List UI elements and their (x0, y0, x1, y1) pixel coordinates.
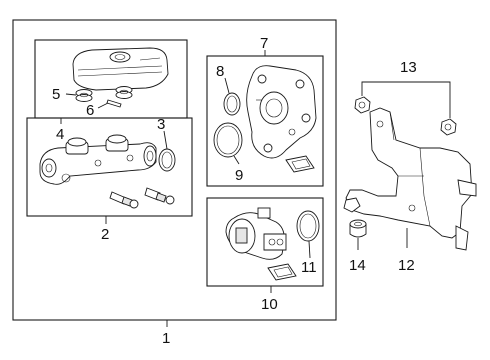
callout-8: 8 (216, 63, 224, 80)
callout-6: 6 (86, 102, 94, 119)
reservoir-assembly (72, 47, 169, 91)
pump-seal (213, 122, 243, 158)
callout-3: 3 (157, 116, 165, 133)
o-ring (223, 92, 241, 116)
bracket-insulator (349, 219, 367, 238)
abs-bracket (343, 107, 477, 251)
motor-seal (296, 210, 320, 242)
callout-5: 5 (52, 86, 60, 103)
bracket-nut-left (354, 96, 371, 114)
reservoir-frame (34, 39, 188, 119)
callout-11: 11 (301, 259, 317, 276)
master-cylinder-fittings (109, 187, 175, 209)
callout-14: 14 (349, 257, 366, 274)
callout-9: 9 (235, 167, 243, 184)
reservoir-grommets (75, 86, 133, 102)
assembly-frame-1 (12, 19, 337, 321)
pump-gasket (285, 155, 315, 173)
callout-13: 13 (400, 59, 417, 76)
master-cylinder-body (39, 134, 157, 185)
callout-1: 1 (162, 330, 170, 347)
callout-4: 4 (56, 126, 64, 143)
pump-motor (225, 207, 287, 260)
bracket-nut-right (440, 118, 457, 136)
callout-12: 12 (398, 257, 415, 274)
callout-7: 7 (260, 35, 268, 52)
pump-motor-frame (206, 197, 324, 287)
callout-10: 10 (261, 296, 278, 313)
motor-gasket (267, 263, 297, 281)
retaining-pin (106, 99, 122, 108)
callout-2: 2 (101, 226, 109, 243)
brake-booster-pump-housing (246, 65, 317, 159)
